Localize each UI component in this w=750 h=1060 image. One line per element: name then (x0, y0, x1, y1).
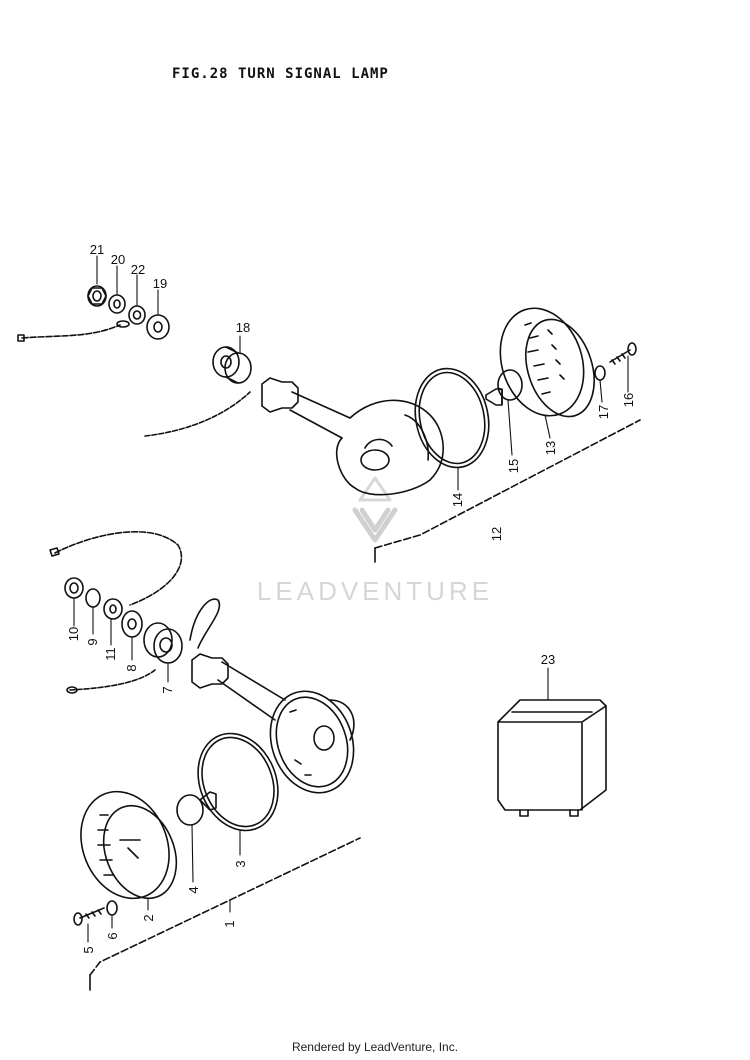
wire-upper-left (17, 320, 130, 342)
watermark-text: LEADVENTURE (257, 576, 493, 606)
part-9-lock-washer (85, 588, 101, 608)
part-3-gasket-inner (201, 736, 275, 828)
part-23-relay (497, 699, 607, 817)
callout-18: 18 (236, 320, 250, 335)
part-11-washer (103, 598, 123, 620)
callout-2: 2 (141, 914, 156, 921)
wire-terminal (66, 686, 78, 694)
callout-12: 12 (489, 527, 504, 541)
figure-title: FIG.28 TURN SIGNAL LAMP (172, 66, 389, 82)
part-20-lock-washer (108, 294, 126, 314)
part-16-screw (609, 342, 637, 365)
callout-8: 8 (124, 664, 139, 671)
part-1-housing-lower (191, 653, 355, 794)
part-14-gasket (414, 367, 490, 469)
callout-17: 17 (596, 405, 611, 419)
part-17-washer (594, 365, 606, 381)
part-5-screw (73, 907, 105, 926)
wire-upper-stem (144, 391, 251, 437)
callout-7: 7 (160, 686, 175, 693)
callout-13: 13 (543, 441, 558, 455)
callout-14: 14 (450, 493, 465, 507)
callout-5: 5 (81, 946, 96, 953)
callout-16: 16 (621, 393, 636, 407)
part-15-bulb (485, 369, 523, 406)
callout-6: 6 (105, 932, 120, 939)
part-8-washer (121, 610, 143, 638)
callout-21: 21 (90, 242, 104, 257)
callout-23: 23 (541, 652, 555, 667)
part-2-lens (80, 790, 178, 900)
part-4-bulb (176, 791, 217, 826)
part-6-washer (106, 900, 118, 916)
wire-lower-loop (189, 598, 221, 649)
callout-9: 9 (85, 638, 100, 645)
watermark: LEADVENTURE (257, 476, 493, 606)
callout-22: 22 (131, 262, 145, 277)
callout-20: 20 (111, 252, 125, 267)
callout-15: 15 (506, 459, 521, 473)
leader-lines (73, 255, 629, 943)
callout-11: 11 (103, 647, 118, 661)
part-19-washer (146, 314, 170, 340)
callout-19: 19 (153, 276, 167, 291)
callout-10: 10 (66, 627, 81, 641)
part-21-nut (87, 285, 107, 307)
wire-lower-arc (49, 531, 183, 606)
callout-3: 3 (233, 860, 248, 867)
callout-1: 1 (222, 920, 237, 927)
part-12-housing-upper (261, 377, 444, 496)
wire-lower-left (69, 669, 156, 691)
footer-credit: Rendered by LeadVenture, Inc. (291, 1040, 459, 1054)
part-7-grommet (143, 622, 183, 664)
bracket-12 (374, 419, 641, 549)
part-13-lens (499, 307, 595, 418)
part-10-nut (64, 577, 84, 599)
part-14-gasket-inner (418, 371, 486, 465)
part-22-washer (128, 305, 146, 325)
callout-4: 4 (186, 886, 201, 893)
bracket-1 (89, 837, 361, 976)
part-3-gasket (197, 732, 279, 832)
part-18-grommet (212, 346, 252, 384)
